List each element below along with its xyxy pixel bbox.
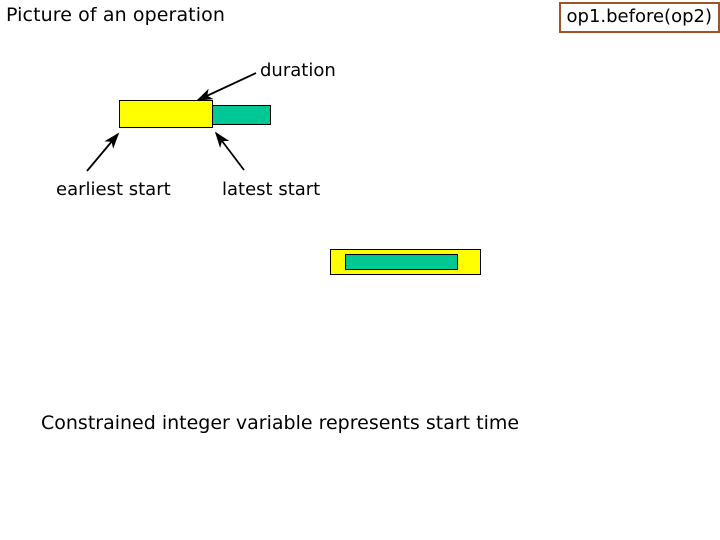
start-window-bar-top xyxy=(119,100,213,128)
duration-bar-top xyxy=(207,105,271,125)
duration-bar-bottom xyxy=(345,254,458,270)
earliest-start-label: earliest start xyxy=(56,179,171,200)
duration-label: duration xyxy=(260,60,336,81)
constraint-tag-box: op1.before(op2) xyxy=(558,2,720,33)
earliest-start-arrow xyxy=(86,132,120,172)
latest-start-label: latest start xyxy=(222,179,321,200)
page-title: Picture of an operation xyxy=(6,4,225,26)
caption-text: Constrained integer variable represents … xyxy=(41,412,520,434)
latest-start-arrow xyxy=(214,131,245,171)
duration-arrow xyxy=(196,72,257,101)
